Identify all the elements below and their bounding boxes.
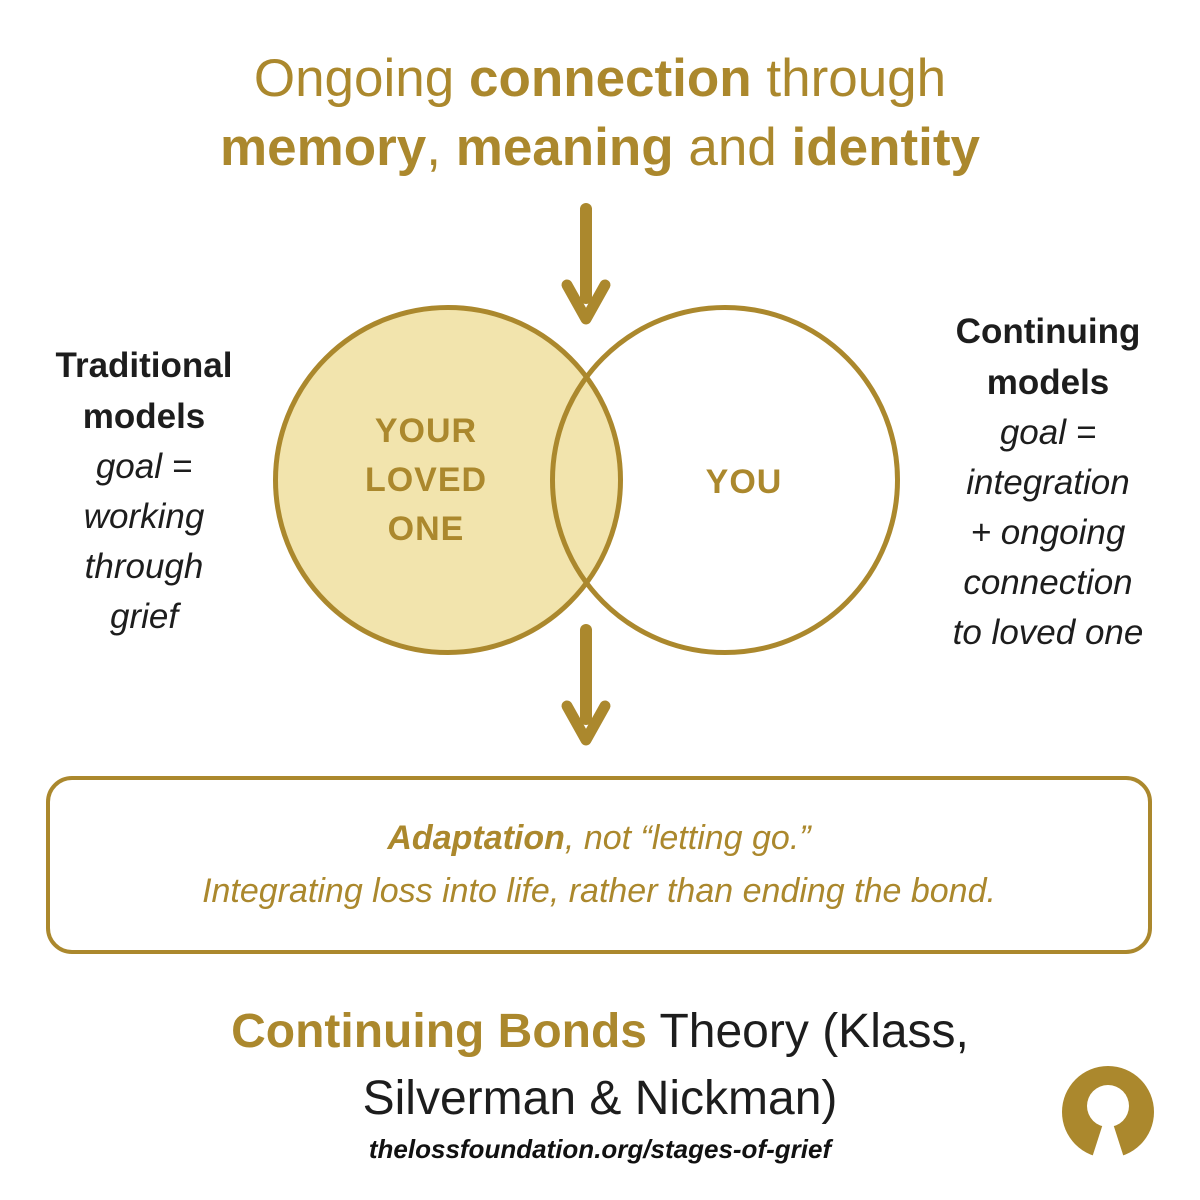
venn-label-line: YOUR (374, 412, 478, 450)
callout-line-1: Adaptation, not “letting go.” (387, 812, 810, 865)
label-italic-line: to loved one (952, 613, 1144, 652)
label-italic-line: working (83, 497, 205, 536)
label-italic-line: integration (966, 463, 1130, 502)
title-text-bold: connection (468, 49, 752, 108)
down-arrow-icon (561, 203, 611, 325)
title-text-bold: memory (220, 118, 427, 177)
continuing-models-label: Continuing models goal = integration + o… (918, 306, 1178, 658)
venn-label-line: LOVED (364, 461, 488, 499)
title-line-1: Ongoing connection through (0, 44, 1200, 113)
website-url: thelossfoundation.org/stages-of-grief (368, 1134, 832, 1164)
venn-label-line: ONE (387, 510, 465, 548)
title-text-bold: meaning (455, 118, 674, 177)
traditional-models-label: Traditional models goal = working throug… (16, 340, 272, 642)
label-bold-line: Traditional (55, 346, 233, 385)
title-text: Ongoing (253, 49, 469, 108)
venn-label-you: YOU (705, 463, 783, 501)
title-text-bold: identity (791, 118, 980, 177)
title-text: , (426, 118, 456, 177)
theory-heading-gold: Continuing Bonds (231, 1005, 647, 1058)
label-italic-line: connection (963, 563, 1133, 602)
label-bold-line: models (82, 397, 206, 436)
label-italic-line: + ongoing (970, 513, 1126, 552)
loss-foundation-ring-logo (1062, 1066, 1154, 1164)
callout-line-2: Integrating loss into life, rather than … (202, 872, 996, 910)
label-bold-line: Continuing (955, 312, 1141, 351)
theory-heading-black: Theory (Klass, (647, 1005, 969, 1058)
adaptation-callout-box: Adaptation, not “letting go.” Integratin… (46, 776, 1152, 954)
callout-emphasis: Adaptation (387, 819, 565, 857)
label-italic-line: goal = (95, 447, 193, 486)
theory-heading-line-1: Continuing Bonds Theory (Klass, (0, 998, 1200, 1065)
title-text: through (751, 49, 947, 108)
venn-label-your-loved-one: YOUR LOVED ONE (326, 407, 526, 554)
title-text: and (673, 118, 792, 177)
callout-text: , not “letting go.” (564, 819, 811, 857)
label-bold-line: models (986, 363, 1110, 402)
label-italic-line: through (84, 547, 204, 586)
label-italic-line: goal = (999, 413, 1097, 452)
title-line-2: memory, meaning and identity (0, 113, 1200, 182)
down-arrow-icon (561, 624, 611, 746)
theory-heading-line-2: Silverman & Nickman) (362, 1072, 838, 1125)
theory-heading: Continuing Bonds Theory (Klass, Silverma… (0, 998, 1200, 1132)
label-italic-line: grief (109, 597, 179, 636)
page-title: Ongoing connection through memory, meani… (0, 44, 1200, 182)
venn-circle-you (550, 305, 900, 655)
